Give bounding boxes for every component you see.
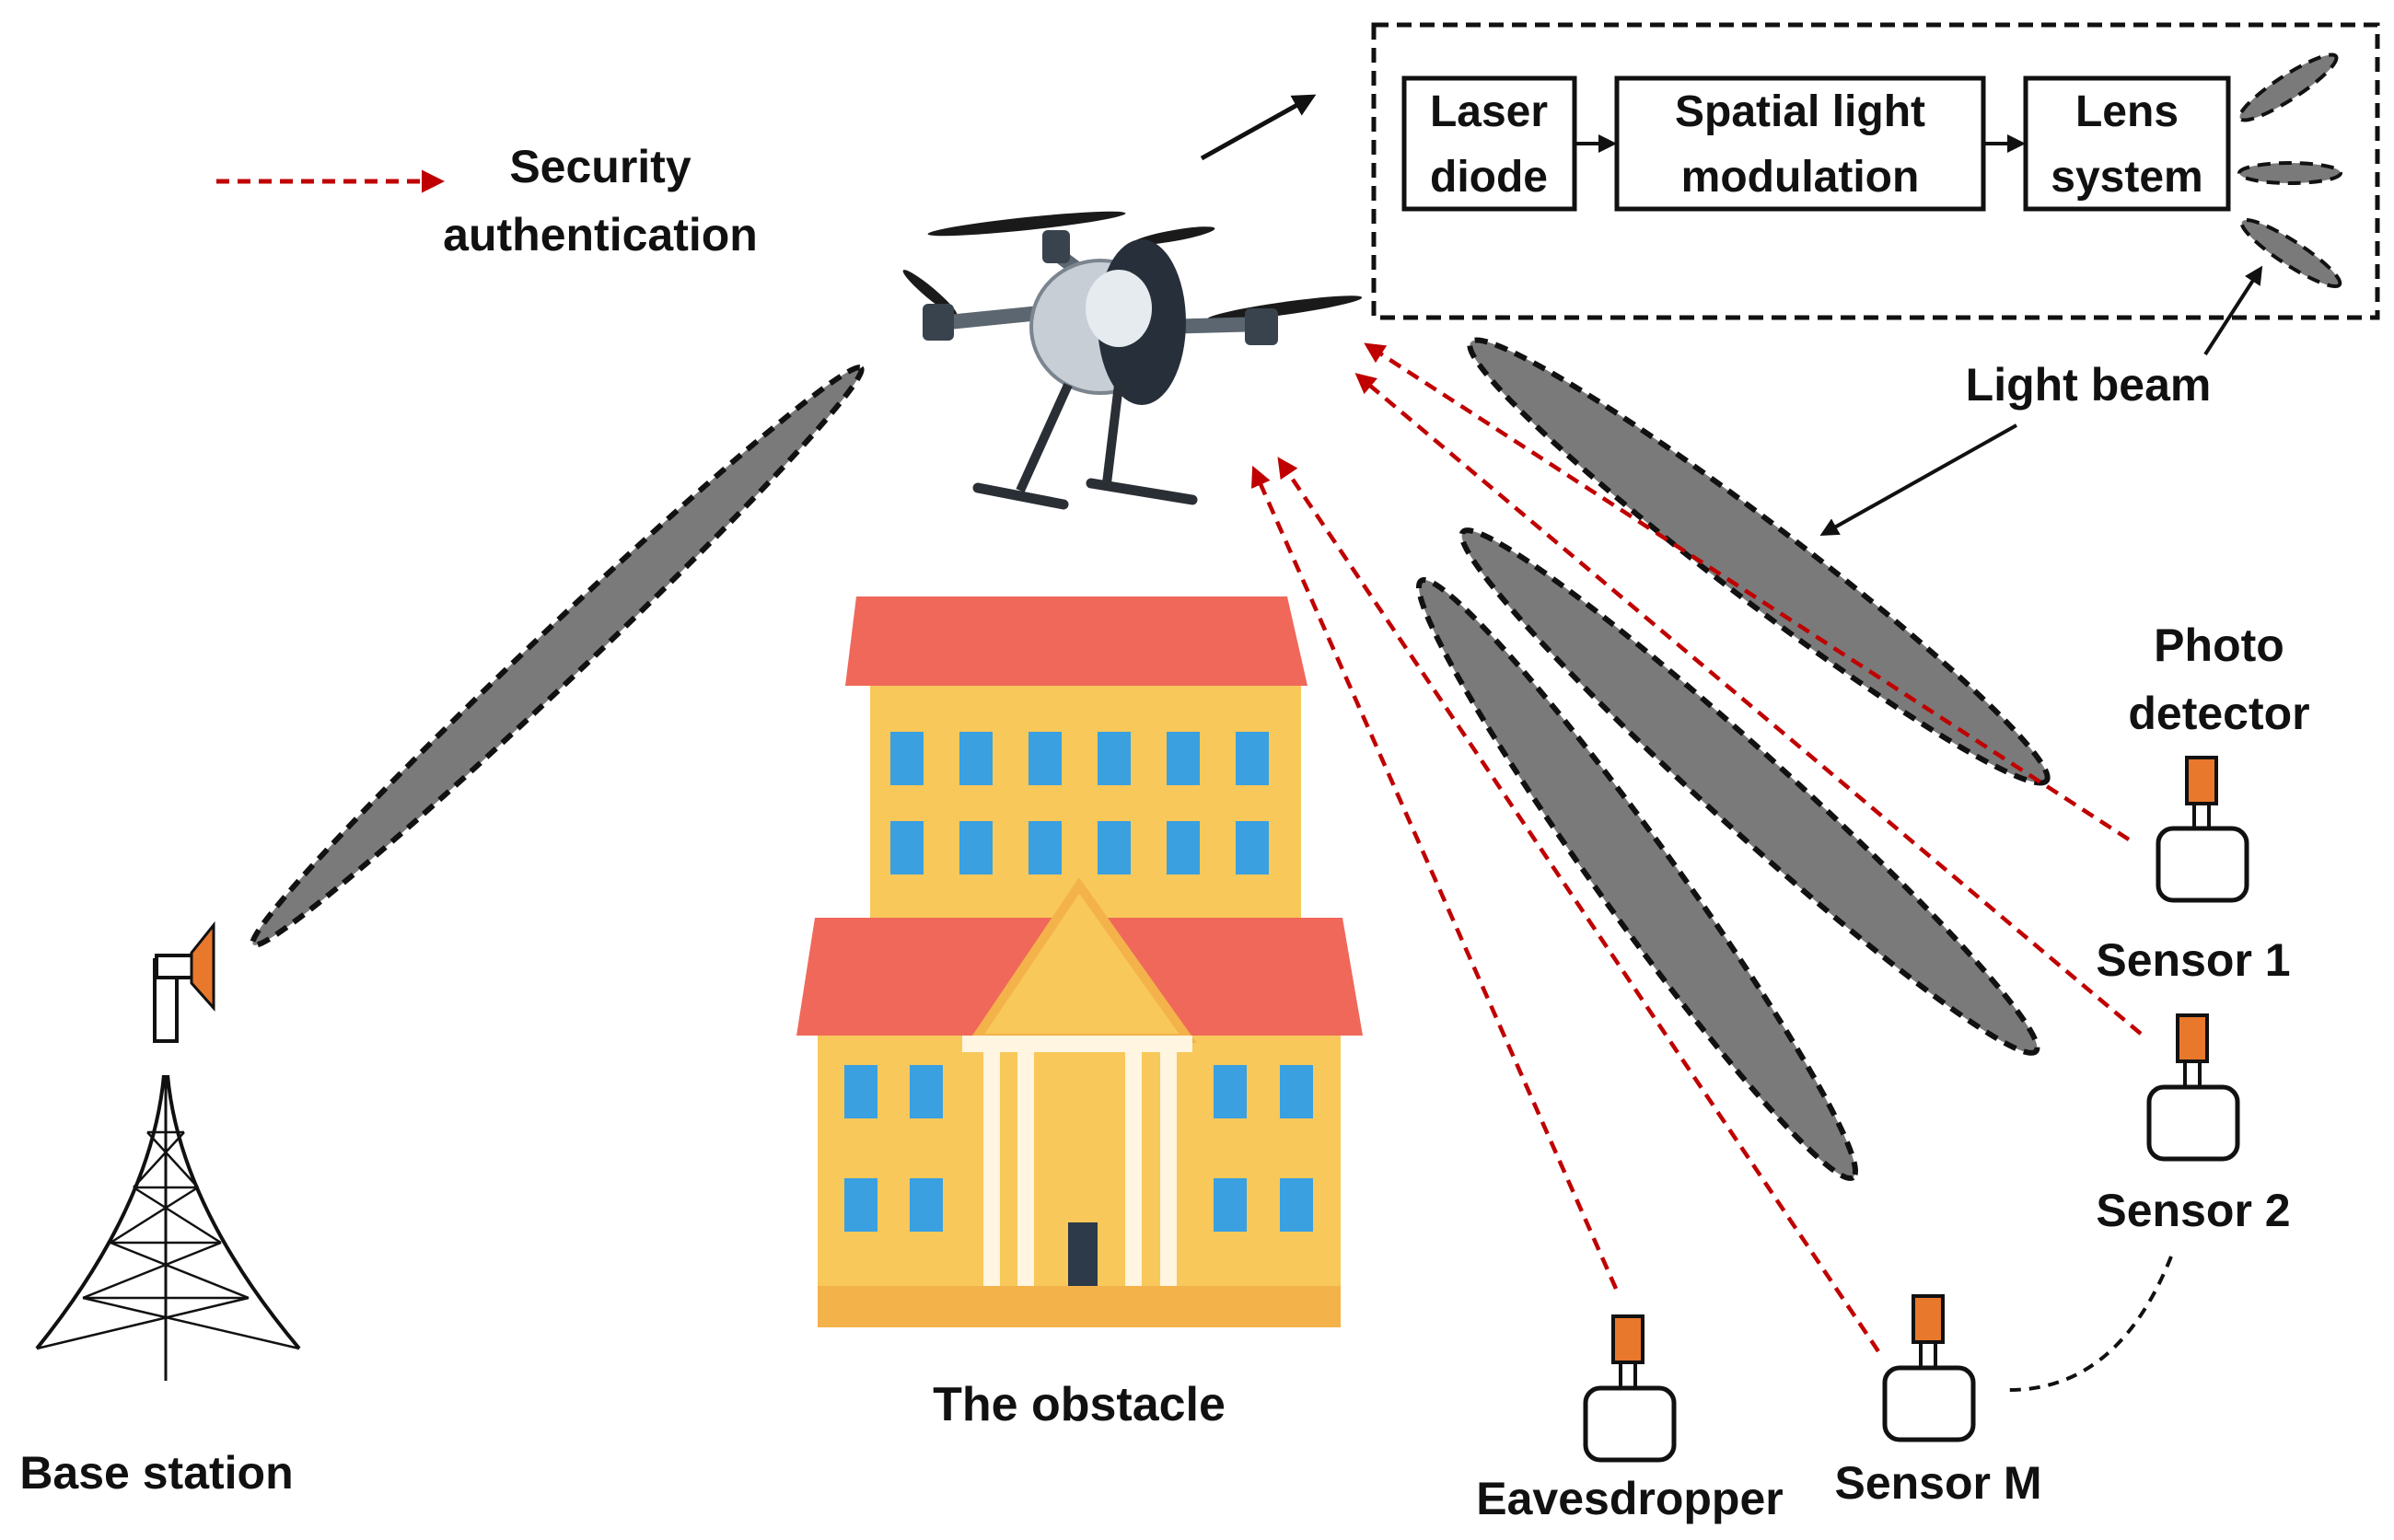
lens-system-label-line2: system — [2051, 153, 2202, 202]
legend-security-label-line2: authentication — [443, 209, 758, 261]
small-beam-middle — [2237, 161, 2342, 185]
base-station-tower-icon — [35, 921, 301, 1381]
small-beam-lower — [2239, 217, 2342, 289]
obstacle-building-icon — [796, 596, 1363, 1327]
beam-to-sensorM — [1415, 577, 1859, 1181]
photo-detector-label-line1: Photo — [2154, 619, 2284, 671]
lens-system-label-line1: Lens — [2075, 87, 2179, 136]
sensor1-icon — [2156, 756, 2249, 903]
security-arrow-eavesdropper — [1250, 465, 1619, 1290]
slm-label-line1: Spatial light — [1675, 87, 1925, 136]
light-beam-pointer-down — [1819, 423, 2017, 536]
beam-to-sensor1 — [1467, 337, 2051, 786]
laser-diode-box — [1401, 75, 1577, 212]
security-arrow-sensor1 — [1364, 342, 2131, 841]
beam-to-sensor2 — [1458, 527, 2040, 1056]
light-beam-label: Light beam — [1966, 359, 2212, 411]
drone-to-block-arrow — [1200, 94, 1317, 161]
legend: Security authentication — [216, 141, 758, 261]
slm-label-line2: modulation — [1681, 153, 1920, 202]
sensorM-label: Sensor M — [1834, 1457, 2041, 1509]
sensor2-icon — [2146, 1013, 2240, 1162]
legend-security-label-line1: Security — [509, 141, 691, 192]
drone-icon — [902, 211, 1363, 510]
sensor2-label: Sensor 2 — [2096, 1185, 2290, 1236]
lens-system-box — [2023, 75, 2231, 212]
security-arrow-sensor2 — [1354, 373, 2143, 1036]
slm-box — [1614, 75, 1986, 212]
laser-diode-label-line1: Laser — [1430, 87, 1548, 136]
transmitter-block: Laser diode Spatial light modulation Len… — [1371, 22, 2380, 320]
beam-base-to-drone — [250, 365, 865, 948]
obstacle-label: The obstacle — [933, 1378, 1226, 1431]
sensor1-label: Sensor 1 — [2096, 934, 2290, 986]
security-arrow-sensorM — [1277, 457, 1880, 1353]
sensor-ellipsis-curve — [2008, 1256, 2173, 1392]
small-beam-upper — [2237, 52, 2339, 122]
laser-diode-label-line2: diode — [1430, 153, 1548, 202]
transmitter-dashed-frame — [1371, 22, 2380, 320]
light-beam-pointer-up — [2203, 265, 2263, 356]
eavesdropper-label: Eavesdropper — [1476, 1473, 1783, 1524]
base-station-label: Base station — [19, 1447, 293, 1499]
sensorM-icon — [1882, 1294, 1976, 1442]
photo-detector-label-line2: detector — [2128, 688, 2309, 739]
eavesdropper-icon — [1583, 1314, 1677, 1463]
